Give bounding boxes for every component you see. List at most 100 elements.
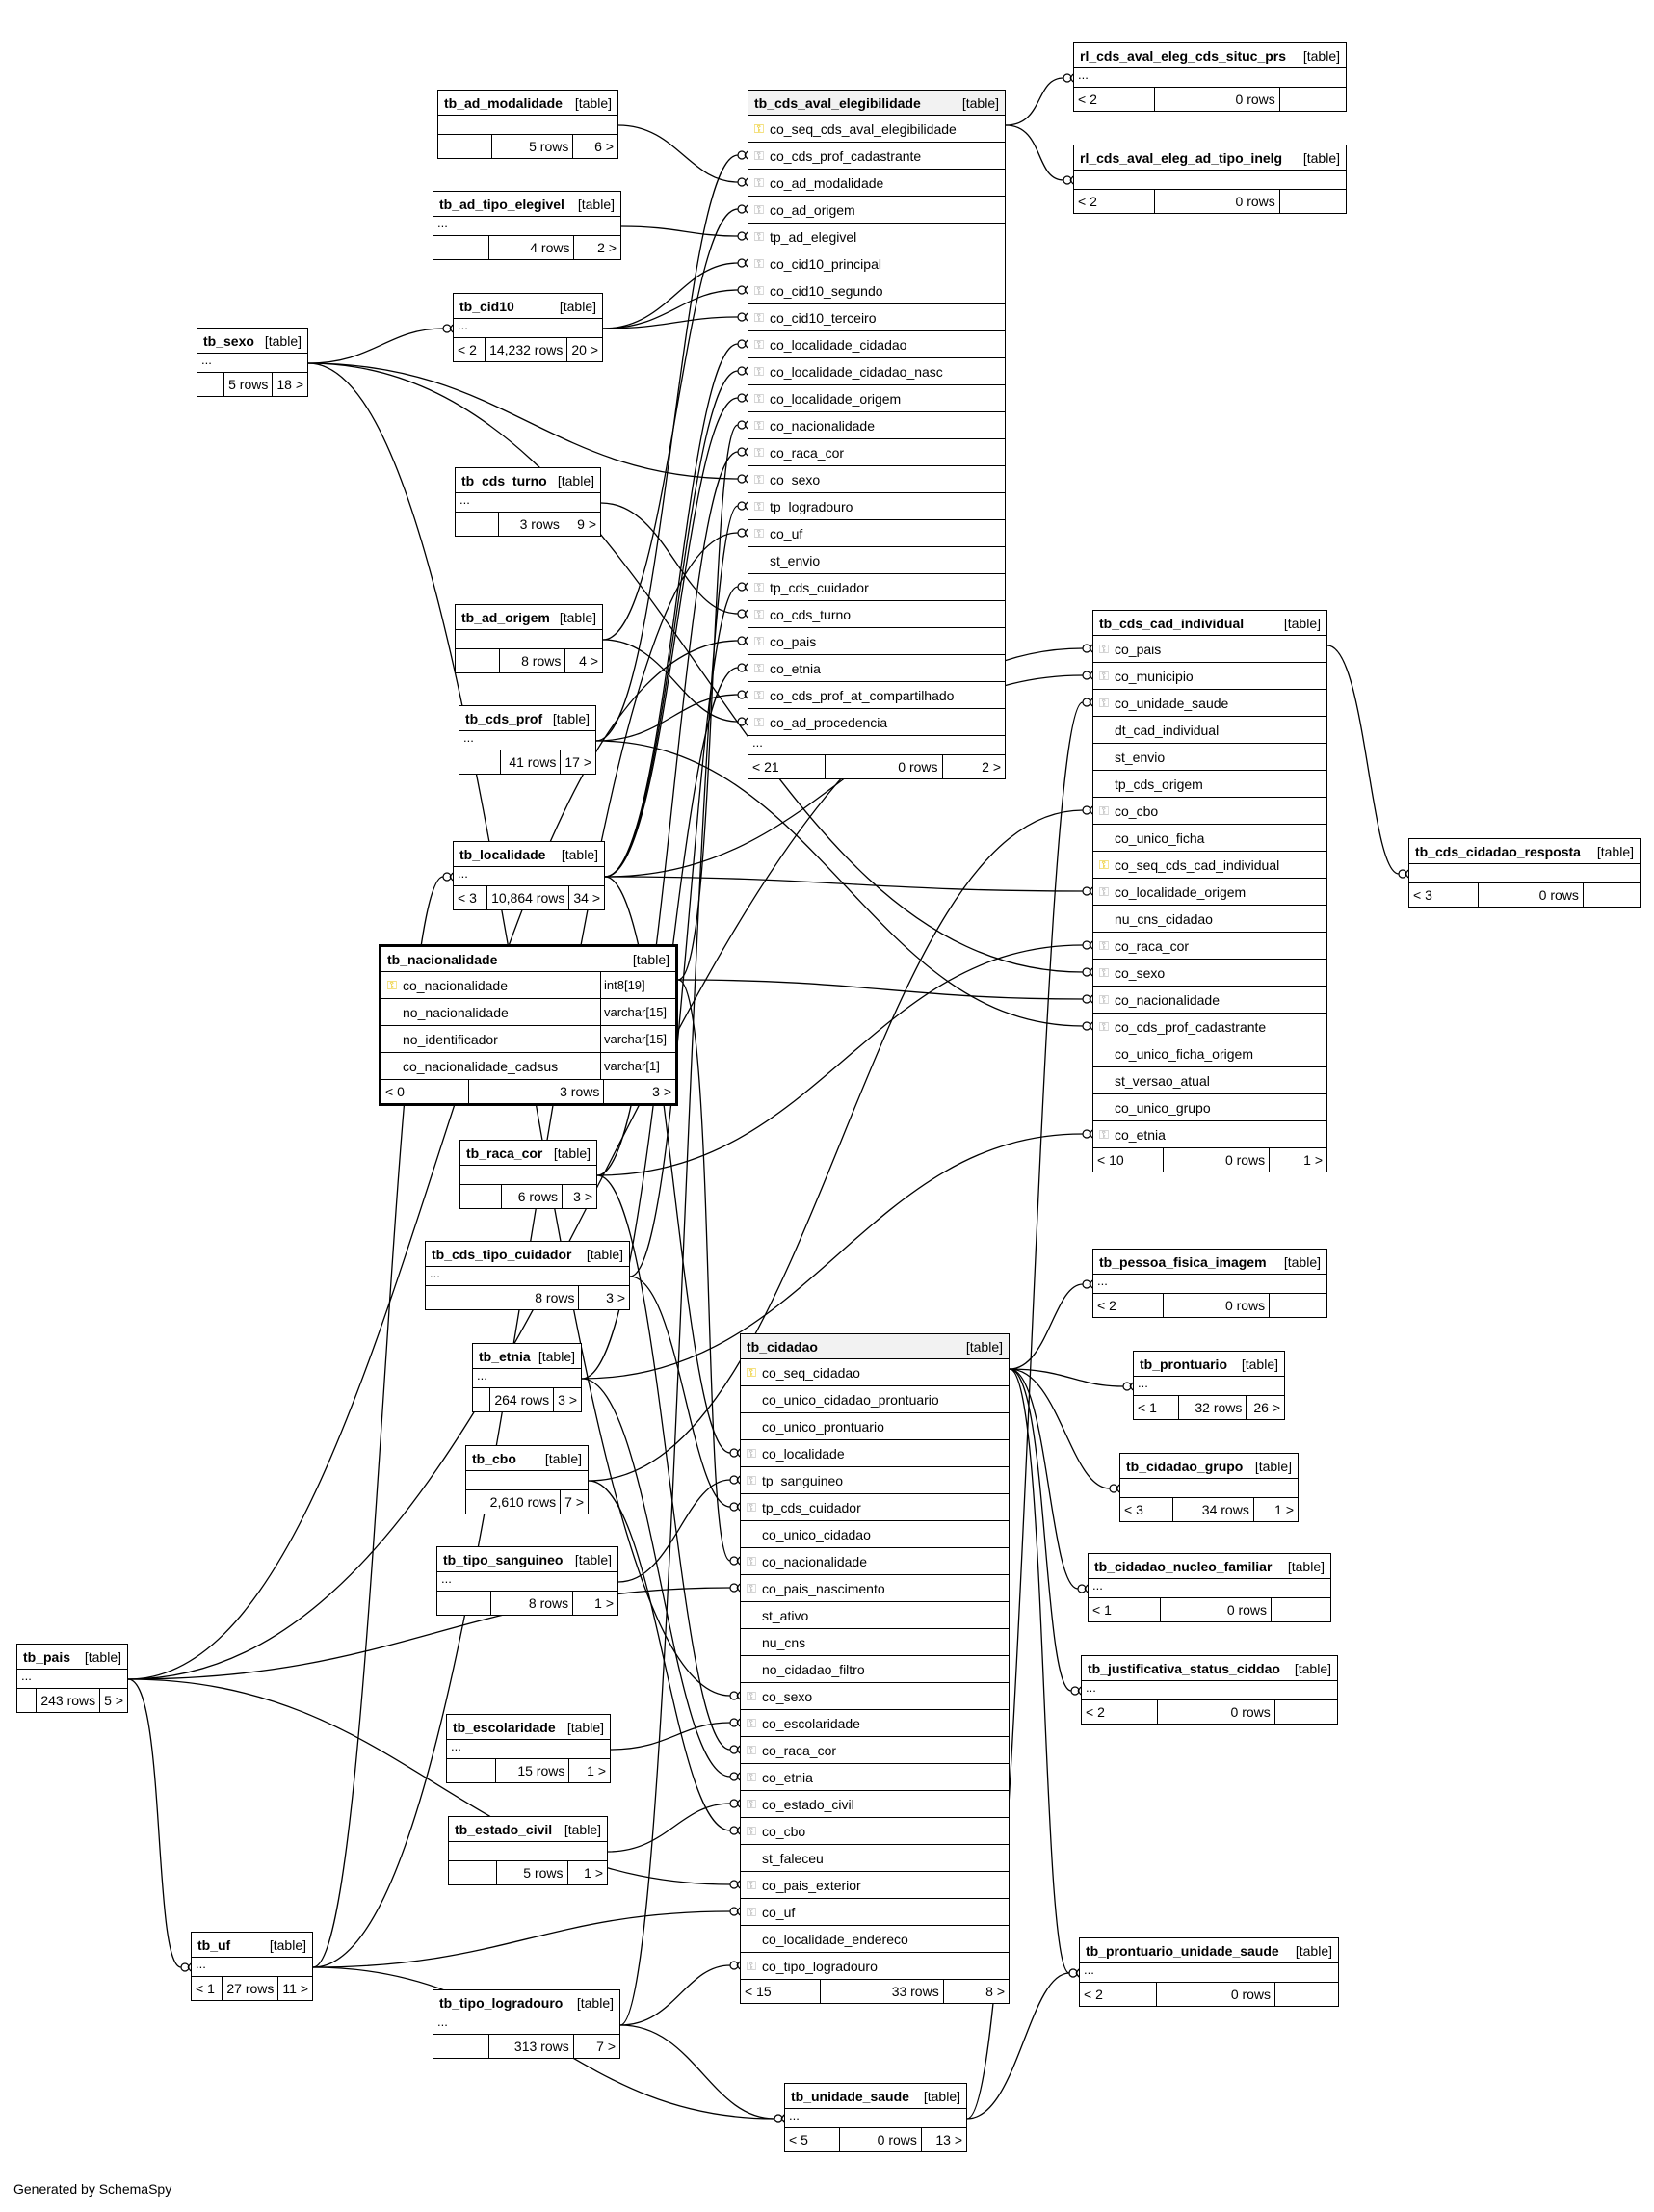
table-name[interactable]: tb_cds_prof [465,710,543,726]
table-name[interactable]: tb_cds_cad_individual [1099,615,1245,631]
column-row[interactable]: ⚿co_cds_prof_cadastrante [1093,1014,1326,1040]
table-name[interactable]: tb_cds_turno [461,472,547,488]
children-count[interactable]: 18 > [276,377,303,392]
parents-count[interactable] [466,1490,486,1514]
column-row[interactable]: ⚿co_cds_prof_at_compartilhado [748,682,1005,709]
table-name[interactable]: tb_uf [197,1936,231,1953]
table-name[interactable]: tb_tipo_sanguineo [443,1551,564,1567]
parents-count[interactable]: < 21 [748,755,826,778]
children-count[interactable] [1270,1294,1326,1317]
column-row[interactable]: ⚿co_raca_cor [748,439,1005,466]
parents-count[interactable]: < 15 [741,1980,822,2003]
column-row[interactable]: co_unico_ficha [1093,825,1326,852]
column-row[interactable]: ⚿co_raca_cor [1093,933,1326,960]
table-name[interactable]: tb_prontuario_unidade_saude [1086,1942,1279,1959]
parents-count[interactable]: < 2 [1074,88,1156,111]
children-count[interactable]: 3 > [573,1189,593,1204]
children-count[interactable]: 1 > [1303,1152,1323,1168]
children-count[interactable]: 3 > [558,1392,577,1408]
column-row[interactable]: ⚿co_localidade_cidadao [748,331,1005,358]
table-tb-justificativa-status-ciddao[interactable]: tb_justificativa_status_ciddao[table]...… [1081,1655,1338,1725]
parents-count[interactable]: < 10 [1093,1148,1164,1172]
column-row[interactable]: ⚿co_uf [741,1899,1009,1926]
column-row[interactable]: ⚿co_seq_cds_aval_elegibilidade [748,116,1005,143]
table-name[interactable]: tb_tipo_logradouro [439,1994,564,2011]
column-row[interactable]: ⚿co_sexo [748,466,1005,493]
table-name[interactable]: rl_cds_aval_eleg_cds_situc_prs [1080,47,1287,64]
children-count[interactable]: 17 > [564,754,591,770]
column-row[interactable]: ⚿co_cds_turno [748,601,1005,628]
column-row[interactable]: ⚿co_cds_prof_cadastrante [748,143,1005,170]
table-name[interactable]: tb_pais [23,1648,71,1665]
column-row[interactable]: co_unico_prontuario [741,1413,1009,1440]
table-name[interactable]: tb_prontuario [1140,1356,1227,1372]
children-count[interactable]: 2 > [982,759,1001,775]
column-row[interactable]: ⚿co_seq_cidadao [741,1359,1009,1386]
column-row[interactable]: ⚿co_estado_civil [741,1791,1009,1818]
children-count[interactable] [1584,883,1640,907]
table-name[interactable]: tb_cid10 [459,298,514,314]
table-tb-prontuario-unidade-saude[interactable]: tb_prontuario_unidade_saude[table]...< 2… [1079,1937,1339,2007]
table-name[interactable]: tb_estado_civil [455,1821,553,1837]
parents-count[interactable]: < 3 [1120,1498,1174,1521]
children-count[interactable] [1280,88,1346,111]
children-count[interactable]: 7 > [596,2039,617,2054]
children-count[interactable]: 1 > [1274,1502,1294,1517]
children-count[interactable]: 2 > [597,240,617,255]
column-row[interactable]: nu_cns_cidadao [1093,906,1326,933]
table-name[interactable]: tb_cbo [472,1450,516,1466]
column-row[interactable]: ⚿co_uf [748,520,1005,547]
parents-count[interactable]: < 2 [1080,1983,1158,2006]
children-count[interactable] [1272,1598,1330,1621]
children-count[interactable]: 7 > [564,1494,584,1510]
parents-count[interactable] [456,513,500,536]
parents-count[interactable] [17,1689,38,1712]
column-row[interactable]: ⚿tp_sanguineo [741,1467,1009,1494]
column-row[interactable]: st_envio [1093,744,1326,771]
column-row[interactable]: ⚿co_sexo [1093,960,1326,987]
table-name[interactable]: tb_sexo [203,332,254,349]
column-row[interactable]: ⚿co_etnia [748,655,1005,682]
table-name[interactable]: tb_justificativa_status_ciddao [1088,1660,1280,1676]
column-row[interactable]: st_faleceu [741,1845,1009,1872]
parents-count[interactable] [438,135,493,158]
children-count[interactable]: 8 > [985,1984,1006,1999]
column-row[interactable]: ⚿co_escolaridade [741,1710,1009,1737]
parents-count[interactable]: < 1 [192,1977,223,2000]
column-row[interactable]: st_ativo [741,1602,1009,1629]
table-name[interactable]: tb_ad_origem [461,609,550,625]
table-name[interactable]: tb_cidadao_grupo [1126,1458,1244,1474]
children-count[interactable]: 11 > [282,1981,308,1996]
table-name[interactable]: tb_etnia [479,1348,531,1364]
column-row[interactable]: co_unico_grupo [1093,1094,1326,1121]
parents-count[interactable] [447,1759,497,1782]
children-count[interactable]: 13 > [935,2132,962,2147]
table-name[interactable]: rl_cds_aval_eleg_ad_tipo_inelg [1080,149,1283,166]
table-name[interactable]: tb_cidadao_nucleo_familiar [1094,1558,1273,1574]
column-row[interactable]: co_localidade_endereco [741,1926,1009,1953]
column-row[interactable]: st_versao_atual [1093,1067,1326,1094]
parents-count[interactable] [433,236,490,259]
table-tb-cds-aval-elegibilidade[interactable]: tb_cds_aval_elegibilidade[table]⚿co_seq_… [748,90,1006,779]
children-count[interactable] [1275,1700,1337,1724]
table-name[interactable]: tb_raca_cor [466,1145,543,1161]
column-row[interactable]: ⚿co_localidade_cidadao_nasc [748,358,1005,385]
parents-count[interactable]: < 1 [1134,1396,1180,1419]
column-row[interactable]: nu_cns [741,1629,1009,1656]
children-count[interactable]: 9 > [577,516,596,532]
column-row[interactable]: ⚿co_pais_nascimento [741,1575,1009,1602]
